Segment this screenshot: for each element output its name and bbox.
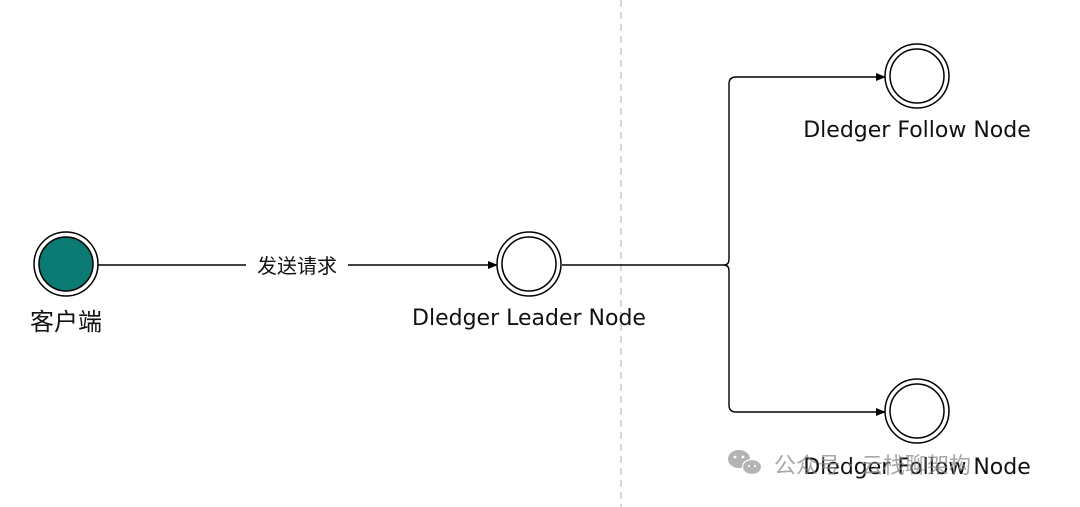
leader-node-label: Dledger Leader Node [412,306,646,331]
fork-edge-bottom [723,264,886,416]
watermark-text: 公众号 · 云栈聊架构 [774,454,971,479]
follower-node-top[interactable] [884,43,950,109]
fork-edge-top [723,73,886,266]
follower-bottom-inner-ring [889,383,945,439]
client-node-fill [38,236,94,292]
leader-node-inner-ring [501,236,557,292]
client-node[interactable] [33,231,99,297]
follower-node-bottom[interactable] [884,378,950,444]
follower-bottom-label: Dledger Follow Node [803,455,1031,480]
client-node-label: 客户端 [30,308,102,336]
wechat-icon [728,450,763,476]
watermark: 公众号 · 云栈聊架构 [728,450,971,479]
leader-node[interactable] [496,231,562,297]
follower-top-inner-ring [889,48,945,104]
follower-top-label: Dledger Follow Node [803,118,1031,143]
request-edge-label: 发送请求 [257,254,337,278]
